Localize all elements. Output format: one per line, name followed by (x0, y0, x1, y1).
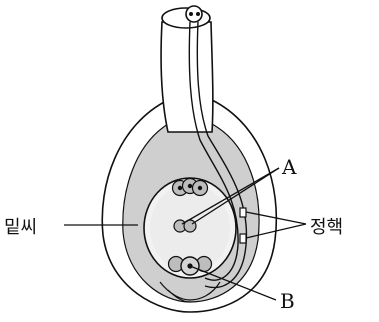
sperm-nucleus-1 (240, 208, 246, 217)
label-ovule: 밑씨 (4, 217, 37, 238)
label-sperm-nuclei: 정핵 (310, 217, 343, 238)
label-b: B (280, 289, 295, 313)
label-a: A (281, 155, 297, 179)
style-column (161, 22, 213, 132)
sperm-nucleus-2 (240, 234, 246, 243)
antipodal-cells (173, 179, 208, 196)
